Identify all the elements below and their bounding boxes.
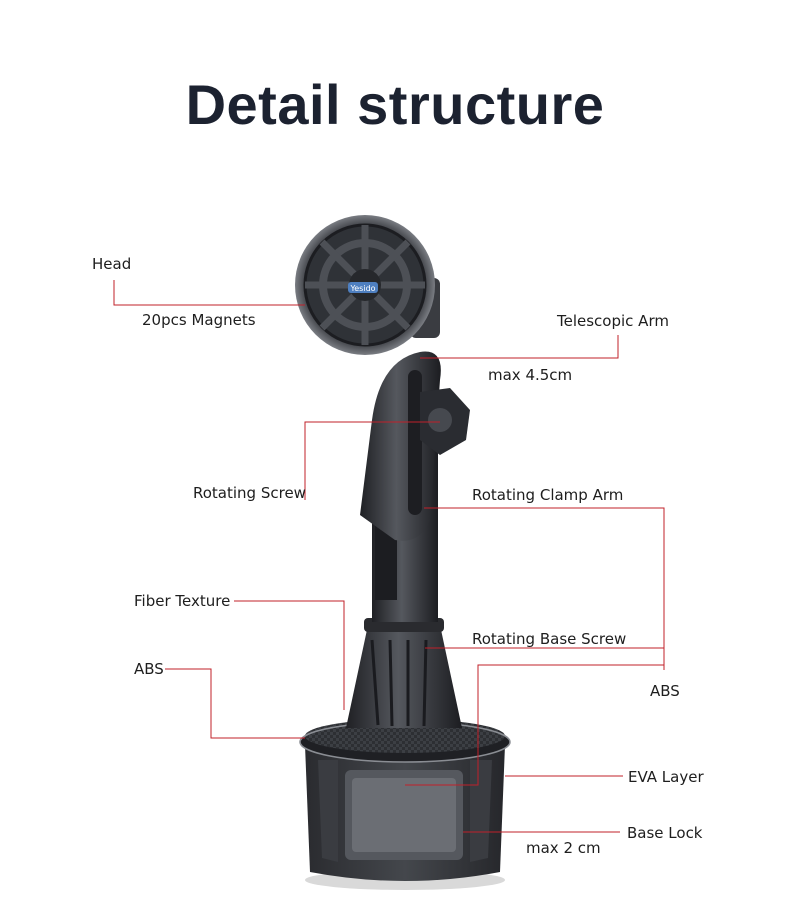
- label-fiber-texture: Fiber Texture: [134, 592, 231, 610]
- product-illustration: Yesido: [295, 215, 511, 890]
- label-base-expansion: max 2 cm: [526, 839, 601, 857]
- leader-abs-left: [165, 668, 305, 739]
- label-rotating-clamp-arm: Rotating Clamp Arm: [472, 486, 624, 504]
- label-telescopic-arm: Telescopic Arm: [557, 312, 669, 330]
- label-magnets: 20pcs Magnets: [142, 311, 256, 329]
- label-rotating-screw: Rotating Screw: [193, 484, 306, 502]
- page-title: Detail structure: [185, 73, 605, 136]
- leader-abs-right: [405, 664, 664, 786]
- leader-head: [113, 280, 305, 306]
- leader-rotating-screw: [304, 421, 440, 500]
- label-base-lock: Base Lock: [627, 824, 703, 842]
- leader-fiber-texture: [234, 600, 345, 710]
- leader-lines: [113, 280, 665, 833]
- label-rotating-base-screw: Rotating Base Screw: [472, 630, 627, 648]
- logo-text: Yesido: [349, 284, 375, 293]
- leader-telescopic-arm: [420, 335, 619, 359]
- label-abs-left: ABS: [134, 660, 164, 678]
- label-head: Head: [92, 255, 132, 273]
- leader-rotating-clamp-arm: [424, 507, 665, 670]
- label-arm-length: max 4.5cm: [488, 366, 573, 384]
- label-abs-right: ABS: [650, 682, 680, 700]
- label-eva-layer: EVA Layer: [628, 768, 704, 786]
